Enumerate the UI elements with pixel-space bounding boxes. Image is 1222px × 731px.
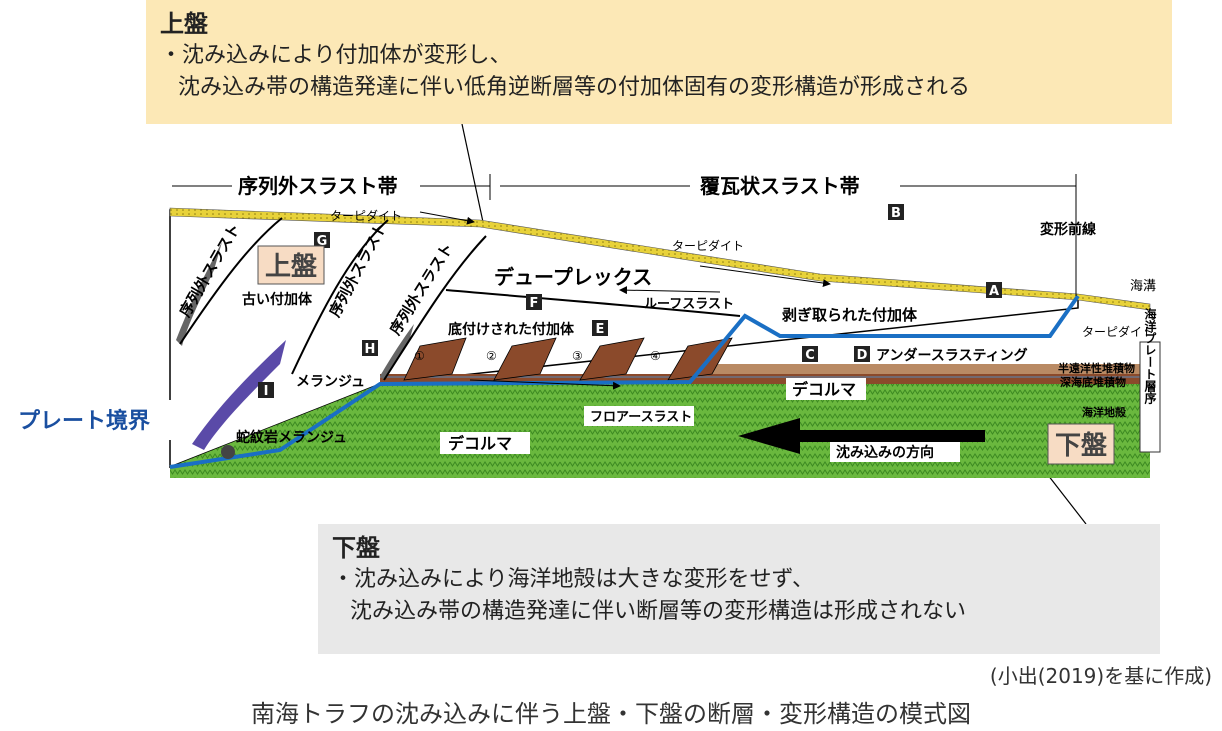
upper-plate-line2: 沈み込み帯の構造発達に伴い低角逆断層等の付加体固有の変形構造が形成される [178,75,971,100]
figure-caption: 南海トラフの沈み込みに伴う上盤・下盤の断層・変形構造の模式図 [251,700,971,728]
shear-zone-2 [380,324,414,380]
label-imbricate-zone: 覆瓦状スラスト帯 [699,174,860,198]
label-plate-boundary: プレート境界 [18,408,150,434]
upper-plate-title: 上盤 [160,10,208,38]
label-decollement-2: デコルマ [448,434,512,453]
fault-deformation-diagram: 序列外スラスト帯 覆瓦状スラスト帯 変形前線 海溝 B A G F E H I … [10,124,1161,524]
upper-plate-tag: 上盤 [265,252,318,282]
hemipelagic-sediment [700,364,1150,374]
marker-F: F [530,296,539,311]
label-oceanic-plate-stratigraphy: 海洋プレート層序 [1143,307,1157,405]
label-decollement-1: デコルマ [792,380,856,399]
source-note: (小出(2019)を基に作成) [989,664,1212,688]
label-underplated: 底付けされた付加体 [448,321,575,338]
label-deformation-front: 変形前線 [1040,221,1096,238]
oos-thrust-line-3 [383,235,487,381]
lower-plate-note: 下盤 ・沈み込みにより海洋地殻は大きな変形をせず、 沈み込み帯の構造発達に伴い断… [318,524,1160,654]
label-floor-thrust: フロアースラスト [590,410,692,425]
label-circle-3: ③ [572,349,583,363]
label-turbidite-3: ターピダイト [1082,324,1154,339]
upper-plate-note: 上盤 ・沈み込みにより付加体が変形し、 沈み込み帯の構造発達に伴い低角逆断層等の… [146,0,1172,124]
label-old-accretion: 古い付加体 [242,291,313,308]
upper-pointer-line [461,124,487,237]
label-circle-2: ② [486,349,497,363]
plate-boundary-label-bg [10,400,182,440]
lower-plate-tag-bg [1047,423,1115,465]
label-trench: 海溝 [1130,279,1156,294]
marker-E: E [596,322,605,337]
label-deep-sea: 深海底堆積物 [1060,375,1126,389]
marker-I: I [264,384,269,399]
deep-sea-sediment [380,374,1150,384]
label-out-of-sequence-zone: 序列外スラスト帯 [238,174,398,198]
upper-plate-tag-bg [257,245,325,285]
lower-plate-line1: ・沈み込みにより海洋地殻は大きな変形をせず、 [332,567,815,592]
duplex-slice-1 [403,337,467,381]
upper-plate-line1: ・沈み込みにより付加体が変形し、 [160,43,512,68]
marker-A: A [989,284,999,299]
label-hemipelagic: 半遠洋性堆積物 [1058,361,1135,375]
label-offscraped: 剥ぎ取られた付加体 [782,306,918,324]
subduction-arrow [738,418,985,454]
label-serpentinite-melange: 蛇紋岩メランジュ [236,429,347,446]
label-circle-1: ① [414,349,425,363]
melange-band [192,340,286,450]
marker-B: B [891,206,901,221]
duplex-slice-2 [493,337,557,381]
label-underthrusting: アンダースラスティング [876,347,1028,364]
label-subduction-direction: 沈み込みの方向 [836,444,934,461]
plate-boundary-dot [221,445,235,459]
lower-plate-tag: 下盤 [1055,431,1108,461]
marker-H: H [365,342,376,357]
roof-thrust-line [445,289,741,317]
lower-plate-title: 下盤 [332,534,380,562]
marker-G: G [317,234,328,249]
label-circle-4: ④ [650,349,661,363]
label-roof-thrust: ルーフスラスト [644,297,734,312]
turbidite-layer [169,207,1151,311]
oos-thrust-line-2 [291,219,389,375]
label-turbidite-2: ターピダイト [672,238,744,253]
lower-plate-line2: 沈み込み帯の構造発達に伴い断層等の変形構造は形成されない [350,599,967,624]
marker-D: D [857,348,868,363]
marker-C: C [805,348,815,363]
duplex-slice-3 [579,337,645,381]
label-duplex: デュープレックス [494,265,652,289]
oos-thrust-line-1 [179,217,283,345]
label-oceanic-crust: 海洋地殻 [1082,405,1127,419]
label-turbidite-1: ターピダイト [330,208,402,223]
shear-zone-1 [176,242,222,346]
label-melange: メランジュ [296,374,365,390]
plate-boundary-line [169,294,1080,469]
